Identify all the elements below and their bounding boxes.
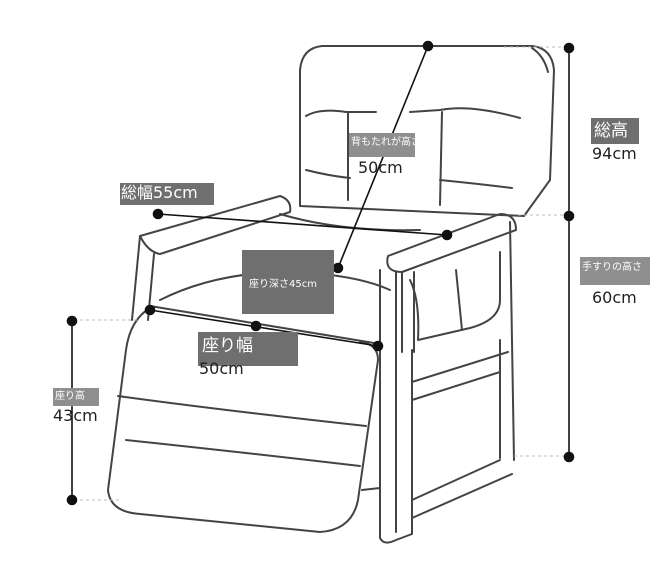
backrest-height-label: 背もたれが高さ — [351, 137, 421, 148]
armrest-height-tag — [580, 257, 650, 285]
total-height-label: 総高 — [594, 121, 628, 141]
total-height-top-dot — [563, 42, 575, 54]
seat-width-label: 座り幅 — [202, 336, 253, 356]
backrest-height-line — [337, 45, 429, 269]
seat-width-mid-dot — [250, 320, 262, 332]
seat-depth-label: 座り深さ45cm — [249, 279, 317, 290]
seat-depth-tag — [242, 250, 334, 314]
seat-width-value: 50cm — [199, 359, 244, 378]
total-width-line — [157, 213, 448, 236]
seat-height-top-dot — [66, 315, 78, 327]
seat-width-right-dot — [372, 340, 384, 352]
total-width-left-dot — [152, 208, 164, 220]
seat-height-tag — [53, 388, 99, 406]
total-width-tag — [120, 183, 214, 205]
seat-height-value: 43cm — [53, 406, 98, 425]
seat-width-left-dot — [144, 304, 156, 316]
total-width-right-dot — [441, 229, 453, 241]
armrest-height-bottom-dot — [563, 451, 575, 463]
backrest-top-dot — [422, 40, 434, 52]
total-width-label: 総幅55cm — [121, 183, 198, 202]
guide-lines — [74, 46, 568, 501]
armrest-height-label: 手すりの高さ — [582, 262, 642, 273]
seat-width-line — [149, 309, 379, 347]
total-height-tag — [591, 118, 639, 144]
total-height-value: 94cm — [592, 144, 637, 163]
armrest-height-top-dot — [563, 210, 575, 222]
backrest-height-tag — [349, 133, 415, 157]
seat-width-tag — [198, 332, 298, 366]
armrest-height-value: 60cm — [592, 288, 637, 307]
backrest-height-value: 50cm — [358, 158, 403, 177]
backrest-bottom-dot — [332, 262, 344, 274]
seat-height-bottom-dot — [66, 494, 78, 506]
seat-height-label: 座り高 — [55, 391, 85, 402]
dimension-lines — [66, 40, 575, 506]
